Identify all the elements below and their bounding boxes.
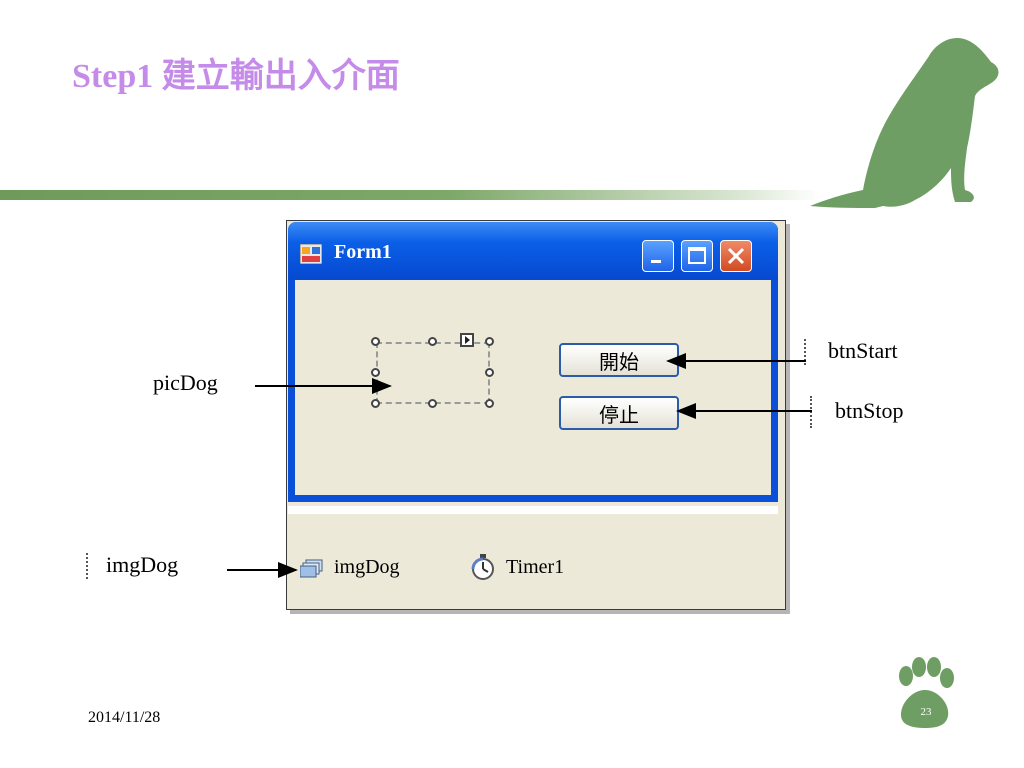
resize-handle[interactable]	[485, 368, 494, 377]
dog-silhouette-icon	[810, 37, 999, 208]
smart-tag-button[interactable]	[460, 333, 474, 347]
title-underline	[0, 190, 820, 200]
minimize-button[interactable]	[642, 240, 674, 272]
callout-dots	[86, 553, 88, 579]
stopwatch-icon	[471, 554, 494, 580]
paw-print-icon	[899, 657, 954, 728]
callout-dots	[804, 339, 806, 365]
resize-handle[interactable]	[428, 337, 437, 346]
window-titlebar[interactable]: Form1	[288, 222, 778, 280]
slide-title: Step1 建立輸出入介面	[72, 58, 400, 95]
resize-handle[interactable]	[428, 399, 437, 408]
resize-handle[interactable]	[485, 337, 494, 346]
close-icon	[727, 247, 745, 265]
play-arrow-icon	[465, 336, 470, 344]
component-tray: imgDog Timer1	[288, 514, 778, 604]
stop-button[interactable]: 停止	[559, 396, 679, 430]
form-window: Form1	[288, 222, 778, 502]
timer-label[interactable]: Timer1	[506, 556, 565, 578]
slide-date: 2014/11/28	[88, 709, 161, 726]
picture-box-picdog[interactable]	[376, 342, 490, 404]
start-button[interactable]: 開始	[559, 343, 679, 377]
imagelist-label[interactable]: imgDog	[334, 556, 400, 578]
form-client-area	[295, 280, 771, 495]
form-app-icon	[300, 244, 322, 264]
minimize-icon	[651, 260, 661, 263]
page-number: 23	[920, 706, 932, 718]
tray-separator	[288, 506, 778, 514]
callout-btnstop: btnStop	[835, 398, 904, 423]
maximize-button[interactable]	[681, 240, 713, 272]
callout-btnstart: btnStart	[828, 338, 898, 363]
maximize-icon	[688, 247, 706, 264]
callout-picdog: picDog	[153, 370, 218, 395]
close-button[interactable]	[720, 240, 752, 272]
callout-imgdog: imgDog	[106, 552, 179, 577]
resize-handle[interactable]	[371, 399, 380, 408]
imagelist-icon	[300, 559, 323, 578]
resize-handle[interactable]	[371, 368, 380, 377]
resize-handle[interactable]	[371, 337, 380, 346]
window-title: Form1	[334, 241, 392, 263]
callout-dots	[810, 396, 812, 428]
resize-handle[interactable]	[485, 399, 494, 408]
